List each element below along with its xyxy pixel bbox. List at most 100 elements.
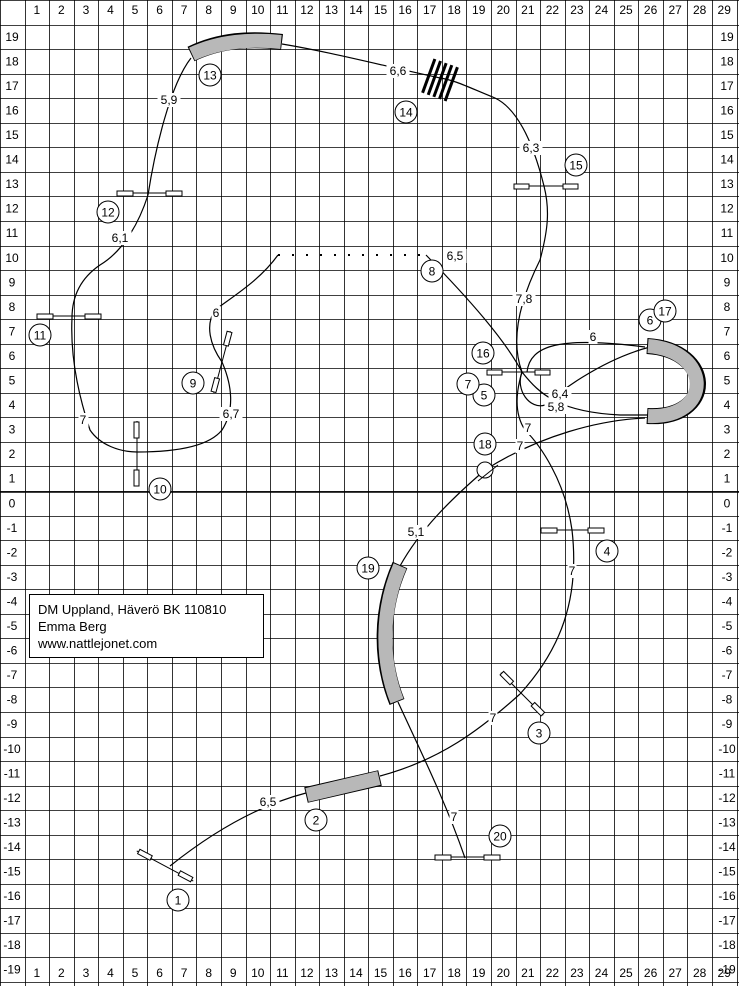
obstacle-number-13: 13 [198, 63, 222, 87]
svg-text:11: 11 [34, 329, 47, 343]
row-label-right: -7 [722, 668, 733, 682]
row-label-right: 18 [720, 54, 734, 68]
distance-label: 6,1 [108, 231, 132, 245]
column-label-bottom: 11 [276, 966, 289, 980]
row-label-left: 7 [9, 324, 16, 338]
row-label-right: -17 [718, 914, 736, 928]
column-label-bottom: 5 [132, 966, 139, 980]
row-label-left: 16 [5, 103, 19, 117]
column-label-bottom: 7 [181, 966, 188, 980]
row-label-left: -18 [3, 938, 21, 952]
row-label-left: 19 [5, 30, 19, 44]
obstacle-number-7: 7 [456, 372, 480, 396]
website-url: www.nattlejonet.com [38, 636, 158, 651]
event-title: DM Uppland, Häverö BK 110810 [38, 602, 227, 617]
row-label-left: -14 [3, 840, 21, 854]
column-label-bottom: 22 [546, 966, 560, 980]
svg-text:13: 13 [203, 69, 217, 83]
row-label-right: 14 [720, 153, 734, 167]
jumps [36, 58, 605, 883]
row-label-left: 12 [5, 202, 19, 216]
svg-text:17: 17 [658, 305, 672, 319]
column-label-bottom: 6 [156, 966, 163, 980]
row-label-left: 18 [5, 54, 19, 68]
column-label-top: 1 [33, 3, 40, 17]
row-label-left: -6 [7, 644, 18, 658]
column-label-top: 16 [398, 3, 412, 17]
svg-text:6,6: 6,6 [390, 64, 407, 78]
distance-label: 6,5 [256, 795, 280, 809]
column-label-bottom: 12 [300, 966, 314, 980]
column-label-top: 7 [181, 3, 188, 17]
svg-text:16: 16 [476, 347, 490, 361]
obstacle-number-4: 4 [595, 539, 619, 563]
distance-label: 6,6 [386, 64, 410, 78]
svg-text:7: 7 [517, 439, 524, 453]
row-label-left: -15 [3, 865, 21, 879]
row-label-left: 2 [9, 447, 16, 461]
row-label-left: -5 [7, 619, 18, 633]
row-label-right: -19 [718, 963, 736, 977]
svg-text:5: 5 [481, 389, 488, 403]
row-label-left: 5 [9, 374, 16, 388]
column-label-top: 19 [472, 3, 486, 17]
obstacle-number-9: 9 [181, 371, 205, 395]
row-label-right: 4 [724, 398, 731, 412]
column-label-top: 23 [570, 3, 584, 17]
column-label-top: 22 [546, 3, 560, 17]
row-label-right: 2 [724, 447, 731, 461]
tunnels [187, 32, 706, 803]
svg-text:18: 18 [478, 438, 492, 452]
svg-text:14: 14 [399, 106, 413, 120]
row-label-left: 15 [5, 128, 19, 142]
column-label-top: 4 [107, 3, 114, 17]
row-label-left: -7 [7, 668, 18, 682]
svg-text:8: 8 [429, 265, 436, 279]
column-label-top: 17 [423, 3, 437, 17]
row-label-right: 19 [720, 30, 734, 44]
svg-text:6: 6 [213, 306, 220, 320]
column-label-top: 11 [276, 3, 289, 17]
row-label-right: 8 [724, 300, 731, 314]
svg-text:6,5: 6,5 [260, 795, 277, 809]
svg-text:7: 7 [465, 378, 472, 392]
column-label-bottom: 8 [205, 966, 212, 980]
row-label-left: -3 [7, 570, 18, 584]
row-label-left: -8 [7, 693, 18, 707]
column-label-bottom: 2 [58, 966, 65, 980]
column-label-top: 10 [251, 3, 265, 17]
obstacle-number-11: 11 [28, 323, 52, 347]
row-label-right: -16 [718, 889, 736, 903]
obstacle-number-12: 12 [96, 200, 120, 224]
row-label-left: 11 [6, 226, 19, 240]
svg-text:5,8: 5,8 [548, 400, 565, 414]
column-label-bottom: 26 [644, 966, 658, 980]
column-label-bottom: 27 [668, 966, 682, 980]
svg-text:10: 10 [153, 483, 167, 497]
column-label-top: 8 [205, 3, 212, 17]
row-label-right: 11 [721, 226, 734, 240]
row-label-left: 14 [5, 153, 19, 167]
row-label-left: -16 [3, 889, 21, 903]
obstacle-number-5: 5 [472, 383, 496, 407]
svg-text:12: 12 [101, 206, 115, 220]
obstacle-number-8: 8 [420, 259, 444, 283]
column-label-bottom: 4 [107, 966, 114, 980]
svg-text:3: 3 [536, 727, 543, 741]
row-label-left: -10 [3, 742, 21, 756]
column-label-top: 9 [230, 3, 237, 17]
column-label-bottom: 9 [230, 966, 237, 980]
distance-label: 7 [78, 413, 88, 427]
obstacle-number-15: 15 [564, 153, 588, 177]
row-label-left: -13 [3, 815, 21, 829]
column-label-top: 3 [83, 3, 90, 17]
distance-label: 7 [523, 421, 533, 435]
column-label-top: 27 [668, 3, 682, 17]
row-label-right: 10 [720, 251, 734, 265]
svg-text:7: 7 [569, 564, 576, 578]
column-label-bottom: 28 [693, 966, 707, 980]
distance-label: 6,3 [519, 141, 543, 155]
row-label-left: 13 [5, 177, 19, 191]
row-label-right: -11 [719, 766, 736, 780]
